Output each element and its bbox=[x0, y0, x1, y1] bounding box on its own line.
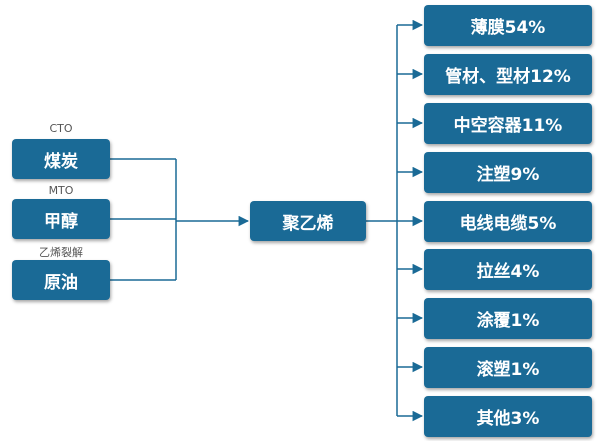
output-node-hollow-container: 中空容器11% bbox=[424, 103, 592, 144]
output-node-drawing: 拉丝4% bbox=[424, 249, 592, 290]
output-node-film: 薄膜54% bbox=[424, 5, 592, 46]
output-node-pipe-profile: 管材、型材12% bbox=[424, 54, 592, 95]
source-tag-cto: CTO bbox=[49, 122, 73, 135]
source-node-methanol: 甲醇 bbox=[12, 199, 110, 239]
output-node-other: 其他3% bbox=[424, 396, 592, 437]
source-node-crude-oil: 原油 bbox=[12, 260, 110, 300]
output-node-wire-cable: 电线电缆5% bbox=[424, 201, 592, 242]
hub-node-polyethylene: 聚乙烯 bbox=[250, 201, 366, 241]
source-node-coal: 煤炭 bbox=[12, 139, 110, 179]
source-tag-cracking: 乙烯裂解 bbox=[39, 246, 83, 259]
output-node-rotomolding: 滚塑1% bbox=[424, 347, 592, 388]
source-tag-mto: MTO bbox=[48, 184, 74, 197]
output-node-coating: 涂覆1% bbox=[424, 298, 592, 339]
output-node-injection: 注塑9% bbox=[424, 152, 592, 193]
